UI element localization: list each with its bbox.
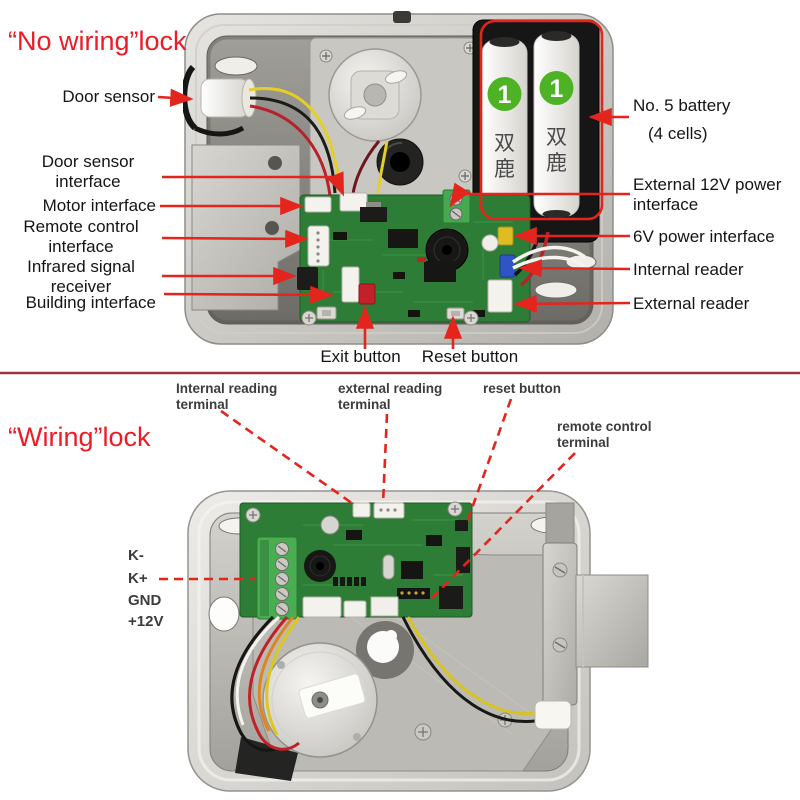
label-external-12v-power: External 12V power interface	[633, 175, 782, 214]
label-wiring-reset-button: reset button	[483, 381, 562, 396]
pcb	[239, 501, 473, 620]
label-reset-button: Reset button	[421, 347, 519, 366]
infrared-receiver	[297, 267, 318, 290]
label-internal-reader: Internal reader	[633, 260, 744, 279]
wiring-title: “Wiring”lock	[8, 422, 151, 452]
motor	[262, 642, 378, 758]
label-6v-power: 6V power interface	[633, 227, 775, 246]
label-internal-reading-terminal: Internal reading terminal	[176, 381, 278, 412]
label-external-reader: External reader	[633, 294, 750, 313]
internal-reading-connector	[352, 502, 371, 518]
label-motor-interface: Motor interface	[42, 196, 156, 215]
battery-digit: 1	[550, 75, 564, 103]
motor	[328, 48, 422, 142]
label-no5-battery-cells: (4 cells)	[648, 124, 708, 143]
label-remote-control-interface: Remote control interface	[23, 217, 139, 256]
buzzer	[304, 550, 336, 582]
label-remote-control-terminal: remote control terminal	[557, 419, 652, 450]
remote-terminal-pins	[397, 588, 430, 599]
wire-terminal-block	[256, 536, 298, 620]
pcb	[297, 189, 531, 326]
label-door-sensor-interface: Door sensor interface	[41, 152, 135, 191]
wiring-lock-photo	[187, 490, 649, 792]
label-exit-button: Exit button	[320, 347, 401, 366]
lock-body-connector	[534, 700, 572, 730]
no-wiring-lock-photo: 1 双 鹿 1 双 鹿	[183, 11, 614, 345]
battery-brand-char: 双	[494, 132, 515, 155]
motor-interface-connector	[304, 196, 332, 213]
power-wires	[512, 231, 589, 287]
label-building-interface: Building interface	[25, 293, 156, 312]
label-infrared-signal-receiver: Infrared signal receiver	[27, 257, 135, 296]
external-reader-connector	[487, 279, 513, 313]
reset-component	[455, 520, 468, 531]
reset-switch	[446, 307, 465, 320]
exit-button-connector	[358, 283, 376, 305]
label-door-sensor: Door sensor	[62, 87, 155, 106]
label-k-minus: K-	[128, 547, 144, 564]
wire-bundle	[230, 615, 536, 752]
crystal	[382, 554, 395, 580]
label-gnd: GND	[128, 592, 162, 609]
battery: 1 双 鹿	[533, 31, 580, 218]
battery-brand-char: 双	[546, 126, 567, 149]
exit-switch	[316, 306, 337, 320]
label-external-reading-terminal: external reading terminal	[338, 381, 443, 412]
6v-power-connector	[497, 226, 514, 246]
cable-grommet	[376, 138, 424, 186]
no-wiring-title: “No wiring”lock	[8, 26, 187, 56]
label-k-plus: K+	[128, 570, 148, 587]
motor-bracket	[235, 737, 298, 781]
lock-tongue-plate	[575, 574, 649, 668]
label-plus-12v: +12V	[128, 613, 164, 630]
battery-brand-char: 鹿	[546, 152, 567, 175]
case-notch	[393, 11, 411, 23]
12v-terminal-block	[442, 189, 471, 224]
battery-digit: 1	[498, 81, 512, 109]
battery-brand-char: 鹿	[494, 158, 515, 181]
internal-reader-connector	[499, 254, 516, 278]
latch-bracket	[542, 502, 578, 706]
building-interface-connector	[341, 266, 360, 303]
label-no5-battery: No. 5 battery	[633, 96, 731, 115]
